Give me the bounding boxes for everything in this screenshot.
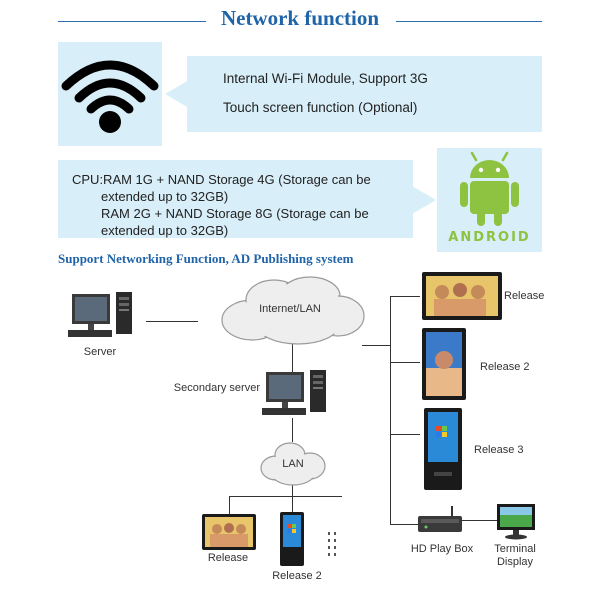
- link-release-2: [390, 362, 420, 363]
- feature-touch: Touch screen function (Optional): [223, 100, 418, 115]
- features-box: [187, 56, 542, 132]
- diagram-subtitle: Support Networking Function, AD Publishi…: [58, 251, 354, 266]
- release-top-label: Release: [504, 290, 545, 302]
- feature-wifi: Internal Wi-Fi Module, Support 3G: [223, 71, 428, 86]
- wifi-icon: [61, 60, 159, 133]
- terminal-display-label-line-2: Display: [496, 556, 534, 568]
- release-bottom-label: Release: [207, 552, 249, 564]
- release-bottom-screen-icon: [202, 514, 256, 550]
- link-box-terminal: [460, 520, 498, 521]
- secondary-server-label: Secondary server: [173, 382, 260, 394]
- link-secondary-lan: [292, 418, 293, 442]
- spec-line-1: CPU:RAM 1G + NAND Storage 4G (Storage ca…: [72, 172, 371, 187]
- release-2-bottom-kiosk-icon: [280, 512, 304, 566]
- release-3-kiosk-icon: [424, 408, 462, 490]
- link-release-top: [390, 296, 420, 297]
- server-label: Server: [83, 346, 117, 358]
- features-box-pointer: [165, 80, 189, 108]
- more-devices-ellipsis-icon: [328, 532, 336, 556]
- hd-play-box-label: HD Play Box: [410, 543, 474, 555]
- specs-box: [58, 160, 413, 238]
- specs-box-pointer: [412, 186, 436, 214]
- spec-line-2: extended up to 32GB): [101, 189, 229, 204]
- page-title: Network function: [0, 6, 600, 31]
- title-rule-left: [58, 21, 206, 22]
- internet-cloud-label: Internet/LAN: [259, 303, 321, 315]
- android-icon: [460, 151, 519, 226]
- link-server-cloud: [146, 321, 198, 322]
- release-3-right-label: Release 3: [474, 444, 524, 456]
- spec-line-4: extended up to 32GB): [101, 223, 229, 238]
- internet-cloud-icon: [221, 276, 365, 345]
- wifi-icon-panel: [58, 42, 162, 146]
- secondary-server-computer-icon: [262, 370, 326, 415]
- link-play-box: [390, 524, 420, 525]
- server-computer-icon: [68, 292, 132, 337]
- link-release-2-bottom: [292, 496, 293, 512]
- android-logo-panel: ANDROID: [437, 148, 542, 252]
- link-cloud-secondary: [292, 340, 293, 372]
- lan-cloud-icon: [260, 442, 326, 486]
- right-bus: [390, 296, 391, 524]
- terminal-display-icon: [497, 504, 535, 540]
- release-2-portrait-screen-icon: [422, 328, 466, 400]
- hd-play-box-icon: [418, 506, 462, 532]
- link-release-3: [390, 434, 420, 435]
- release-2-right-label: Release 2: [480, 361, 530, 373]
- link-release-bottom: [229, 496, 230, 514]
- terminal-display-label-line-1: Terminal: [494, 543, 536, 555]
- release-landscape-screen-icon: [422, 272, 502, 320]
- spec-line-3: RAM 2G + NAND Storage 8G (Storage can be: [101, 206, 369, 221]
- link-cloud-bus: [362, 345, 390, 346]
- link-lan-down: [292, 482, 293, 496]
- release-2-bottom-label: Release 2: [272, 570, 322, 582]
- lan-cloud-label: LAN: [282, 458, 304, 470]
- bottom-bus: [229, 496, 342, 497]
- title-rule-right: [396, 21, 542, 22]
- android-wordmark: ANDROID: [448, 230, 531, 245]
